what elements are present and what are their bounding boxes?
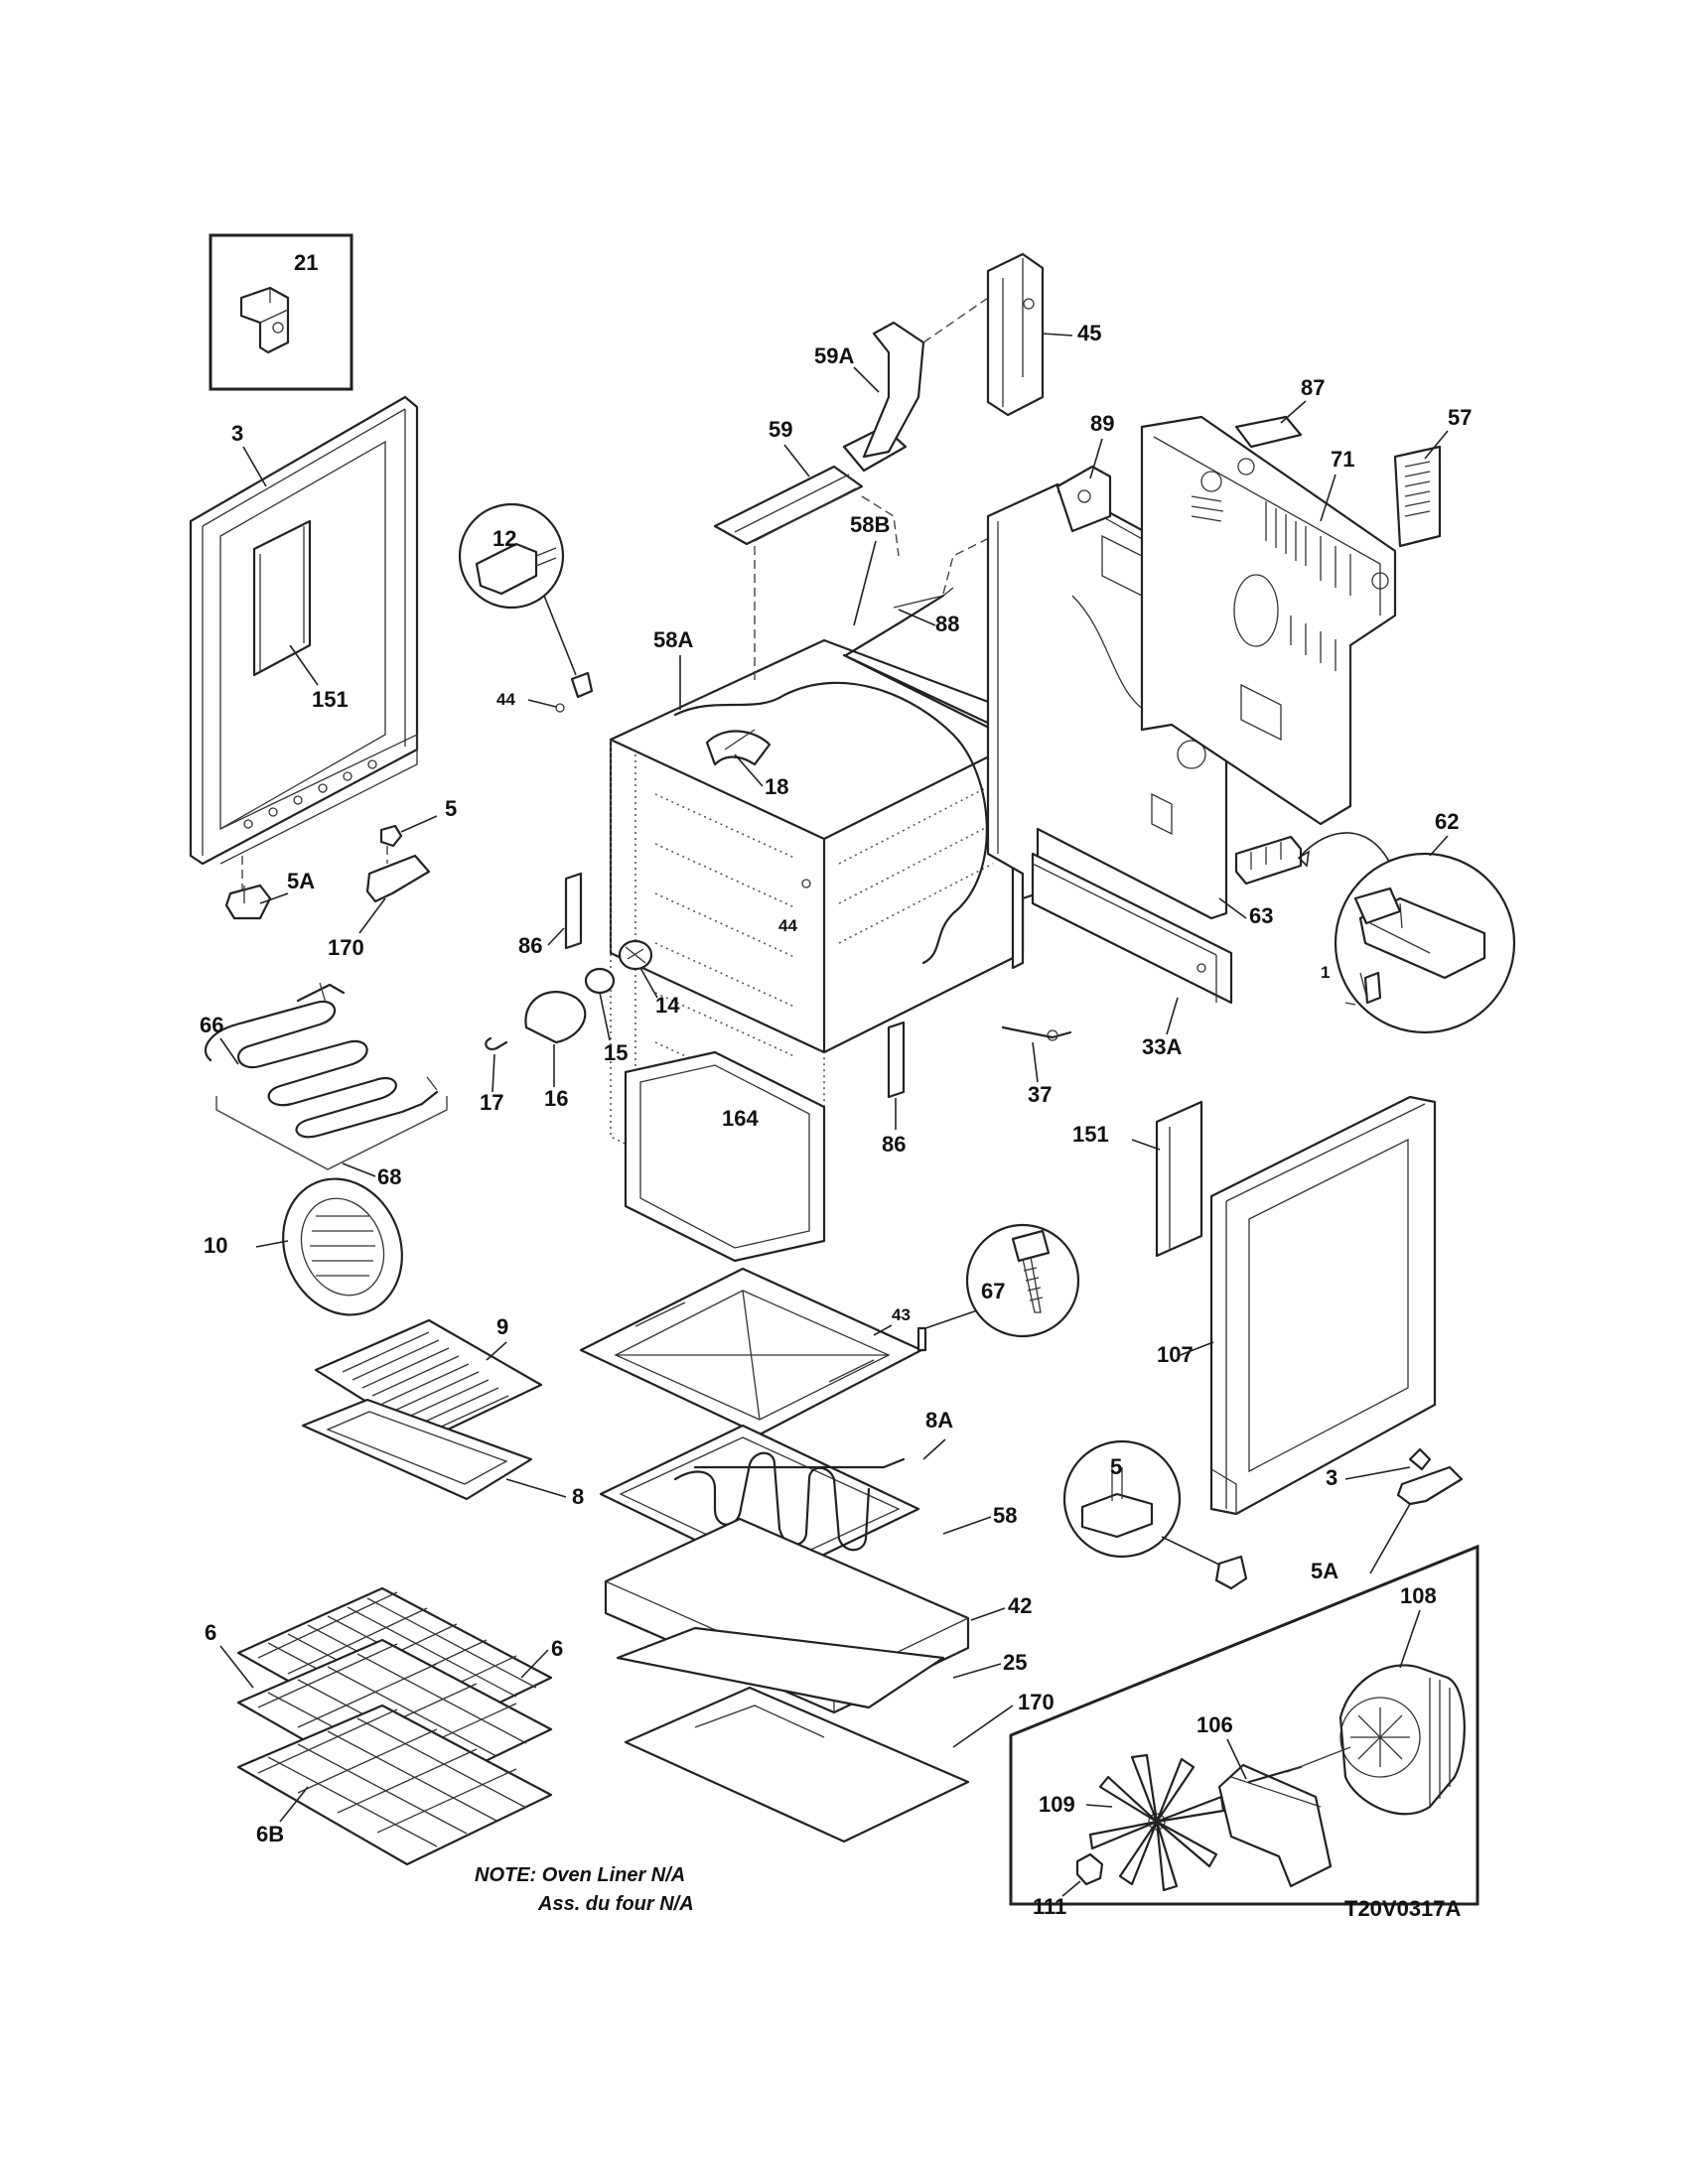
- callout-58: 42: [1008, 1593, 1032, 1618]
- callout-21: 21: [294, 250, 318, 275]
- callout-12: 12: [492, 526, 516, 551]
- callout-44-a: 44: [496, 690, 515, 709]
- callout-5-left: 5: [445, 796, 457, 821]
- lamp-socket-12: 12 44: [458, 502, 594, 713]
- callout-87: 87: [1301, 375, 1325, 400]
- callout-86-a: 86: [518, 933, 542, 958]
- callout-5-right: 3: [1326, 1465, 1337, 1490]
- callout-58B: 58B: [850, 512, 890, 537]
- callout-170-left: 170: [328, 935, 364, 960]
- callout-45: 45: [1077, 321, 1101, 345]
- convection-fan-box: 108 106 109 111: [1009, 1544, 1479, 1919]
- callout-8A: 58: [993, 1503, 1017, 1528]
- callout-6-left: 6: [205, 1620, 216, 1645]
- callout-106: 106: [1196, 1712, 1233, 1737]
- callout-68: 68: [377, 1164, 401, 1189]
- back-panel-71: 87 71 57: [1140, 375, 1472, 826]
- callout-151-left: 151: [312, 687, 349, 712]
- callout-9: 8: [572, 1484, 584, 1509]
- vent-ducts: 59 59A 45: [713, 252, 1101, 557]
- callout-37: 37: [1028, 1082, 1052, 1107]
- bake-element-66-68: 66 68: [200, 982, 448, 1189]
- callout-14: 14: [655, 993, 680, 1018]
- callout-15: 15: [604, 1040, 628, 1065]
- diagram-code: T20V0317A: [1344, 1896, 1462, 1921]
- fan-cover-107: 10: [204, 1177, 403, 1316]
- callout-107: 10: [204, 1233, 227, 1258]
- callout-33A: 33A: [1142, 1034, 1182, 1059]
- vent-cover-10-pan-9: 9 8: [301, 1314, 584, 1509]
- callout-164: 164: [722, 1106, 759, 1131]
- callout-3-left: 3: [231, 421, 243, 446]
- callout-57: 57: [1448, 405, 1472, 430]
- kick-panel-33A: 33A 37: [1001, 852, 1233, 1107]
- callout-43: 67: [981, 1279, 1005, 1303]
- callout-25: 170: [1018, 1690, 1055, 1714]
- left-leveler-group: 5 5A 170: [224, 796, 457, 960]
- callout-10: 9: [496, 1314, 508, 1339]
- note-line-2: Ass. du four N/A: [537, 1893, 694, 1915]
- callout-18: 18: [765, 774, 788, 799]
- callout-63: 1: [1321, 963, 1330, 982]
- callout-62: 62: [1435, 809, 1459, 834]
- callout-8: 43: [892, 1305, 911, 1324]
- callout-86-b: 86: [882, 1132, 906, 1157]
- terminal-block-62: 62 1: [1234, 809, 1516, 1034]
- callout-17: 17: [480, 1090, 503, 1115]
- callout-67: 8A: [925, 1408, 953, 1433]
- bottom-panel-8: 43 67: [579, 1223, 1080, 1436]
- callout-16: 16: [544, 1086, 568, 1111]
- callout-59: 59: [769, 417, 792, 442]
- callout-88: 88: [935, 612, 959, 636]
- lower-element-stack: 8A 58 42 25 170: [599, 1408, 1055, 1843]
- part-21-inset: 21: [209, 233, 353, 391]
- callout-1: 63: [1249, 903, 1273, 928]
- light-assembly: 14 15 16 17: [480, 939, 680, 1115]
- callout-59A: 59A: [814, 343, 854, 368]
- gasket-164: 164: [624, 1050, 826, 1263]
- callout-6B: 6B: [256, 1822, 284, 1846]
- callout-6-right: 6: [551, 1636, 563, 1661]
- oven-cavity-58A: 58A 18 58B 88 44: [609, 512, 1025, 1243]
- callout-111: 111: [1033, 1894, 1066, 1919]
- callout-71: 71: [1331, 447, 1354, 472]
- callout-42: 25: [1003, 1650, 1027, 1675]
- callout-151-right: 151: [1072, 1122, 1109, 1147]
- callout-89: 89: [1090, 411, 1114, 436]
- note-line-1: NOTE: Oven Liner N/A: [475, 1864, 685, 1886]
- callout-3-right: 107: [1157, 1342, 1194, 1367]
- callout-58A: 58A: [653, 627, 693, 652]
- callout-44-b: 44: [778, 916, 797, 935]
- right-side-panel: 151 107 3 5A 5: [1062, 1095, 1464, 1590]
- callout-109: 109: [1039, 1792, 1075, 1817]
- oven-racks: 6 6 6B: [205, 1586, 563, 1866]
- rack-supports-86: 86 86: [518, 872, 906, 1157]
- callout-108: 108: [1400, 1583, 1437, 1608]
- callout-5A-left: 5A: [287, 869, 315, 893]
- callout-5A-right: 5: [1110, 1454, 1122, 1479]
- left-side-panel: 3 151: [189, 395, 419, 866]
- callout-170-right: 5A: [1311, 1559, 1338, 1583]
- callout-66: 66: [200, 1013, 223, 1037]
- fan-blade-109: [1088, 1753, 1225, 1892]
